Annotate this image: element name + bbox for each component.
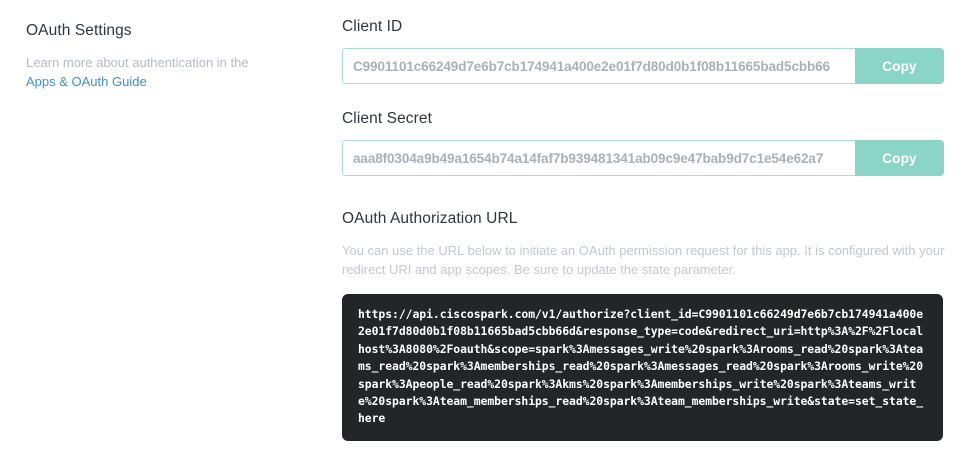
authorization-url-code-block[interactable]: https://api.ciscospark.com/v1/authorize?… bbox=[342, 294, 943, 441]
authorization-url-title: OAuth Authorization URL bbox=[342, 210, 518, 227]
client-id-input-row: Copy bbox=[342, 48, 944, 84]
authorization-url-block: OAuth Authorization URL You can use the … bbox=[342, 210, 946, 441]
sidebar-description: Learn more about authentication in the bbox=[26, 55, 249, 70]
client-secret-label: Client Secret bbox=[342, 110, 433, 127]
oauth-credentials-panel: Client ID Copy Client Secret Copy OAuth … bbox=[342, 18, 946, 441]
copy-client-secret-button[interactable]: Copy bbox=[855, 140, 944, 176]
client-secret-input-row: Copy bbox=[342, 140, 944, 176]
sidebar-info-panel: OAuth Settings Learn more about authenti… bbox=[26, 22, 316, 91]
page-title: OAuth Settings bbox=[26, 22, 132, 39]
client-id-label: Client ID bbox=[342, 18, 403, 35]
client-id-field-block: Client ID Copy bbox=[342, 18, 946, 84]
apps-oauth-guide-link[interactable]: Apps & OAuth Guide bbox=[26, 74, 147, 89]
authorization-url-description: You can use the URL below to initiate an… bbox=[342, 243, 945, 277]
client-id-input[interactable] bbox=[342, 48, 855, 84]
client-secret-input[interactable] bbox=[342, 140, 855, 176]
client-secret-field-block: Client Secret Copy bbox=[342, 110, 946, 176]
copy-client-id-button[interactable]: Copy bbox=[855, 48, 944, 84]
